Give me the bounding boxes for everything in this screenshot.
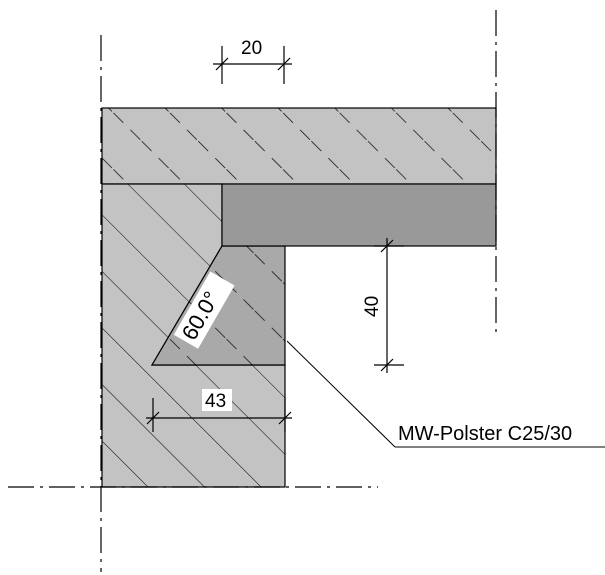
- centerlines: [8, 10, 497, 572]
- dimension-top-value: 20: [241, 38, 262, 59]
- dimension-vertical: [374, 238, 404, 373]
- dimension-bottom-label-bg: [202, 389, 232, 411]
- dimension-bottom-value: 43: [205, 391, 226, 412]
- material-label: MW-Polster C25/30: [398, 423, 572, 445]
- dimension-top: [213, 46, 292, 84]
- inner-slab: [221, 183, 497, 247]
- dimension-bottom: [146, 398, 292, 432]
- top-slab: [101, 107, 497, 185]
- material-leader: [286, 340, 605, 448]
- dimension-vertical-value: 40: [362, 296, 383, 317]
